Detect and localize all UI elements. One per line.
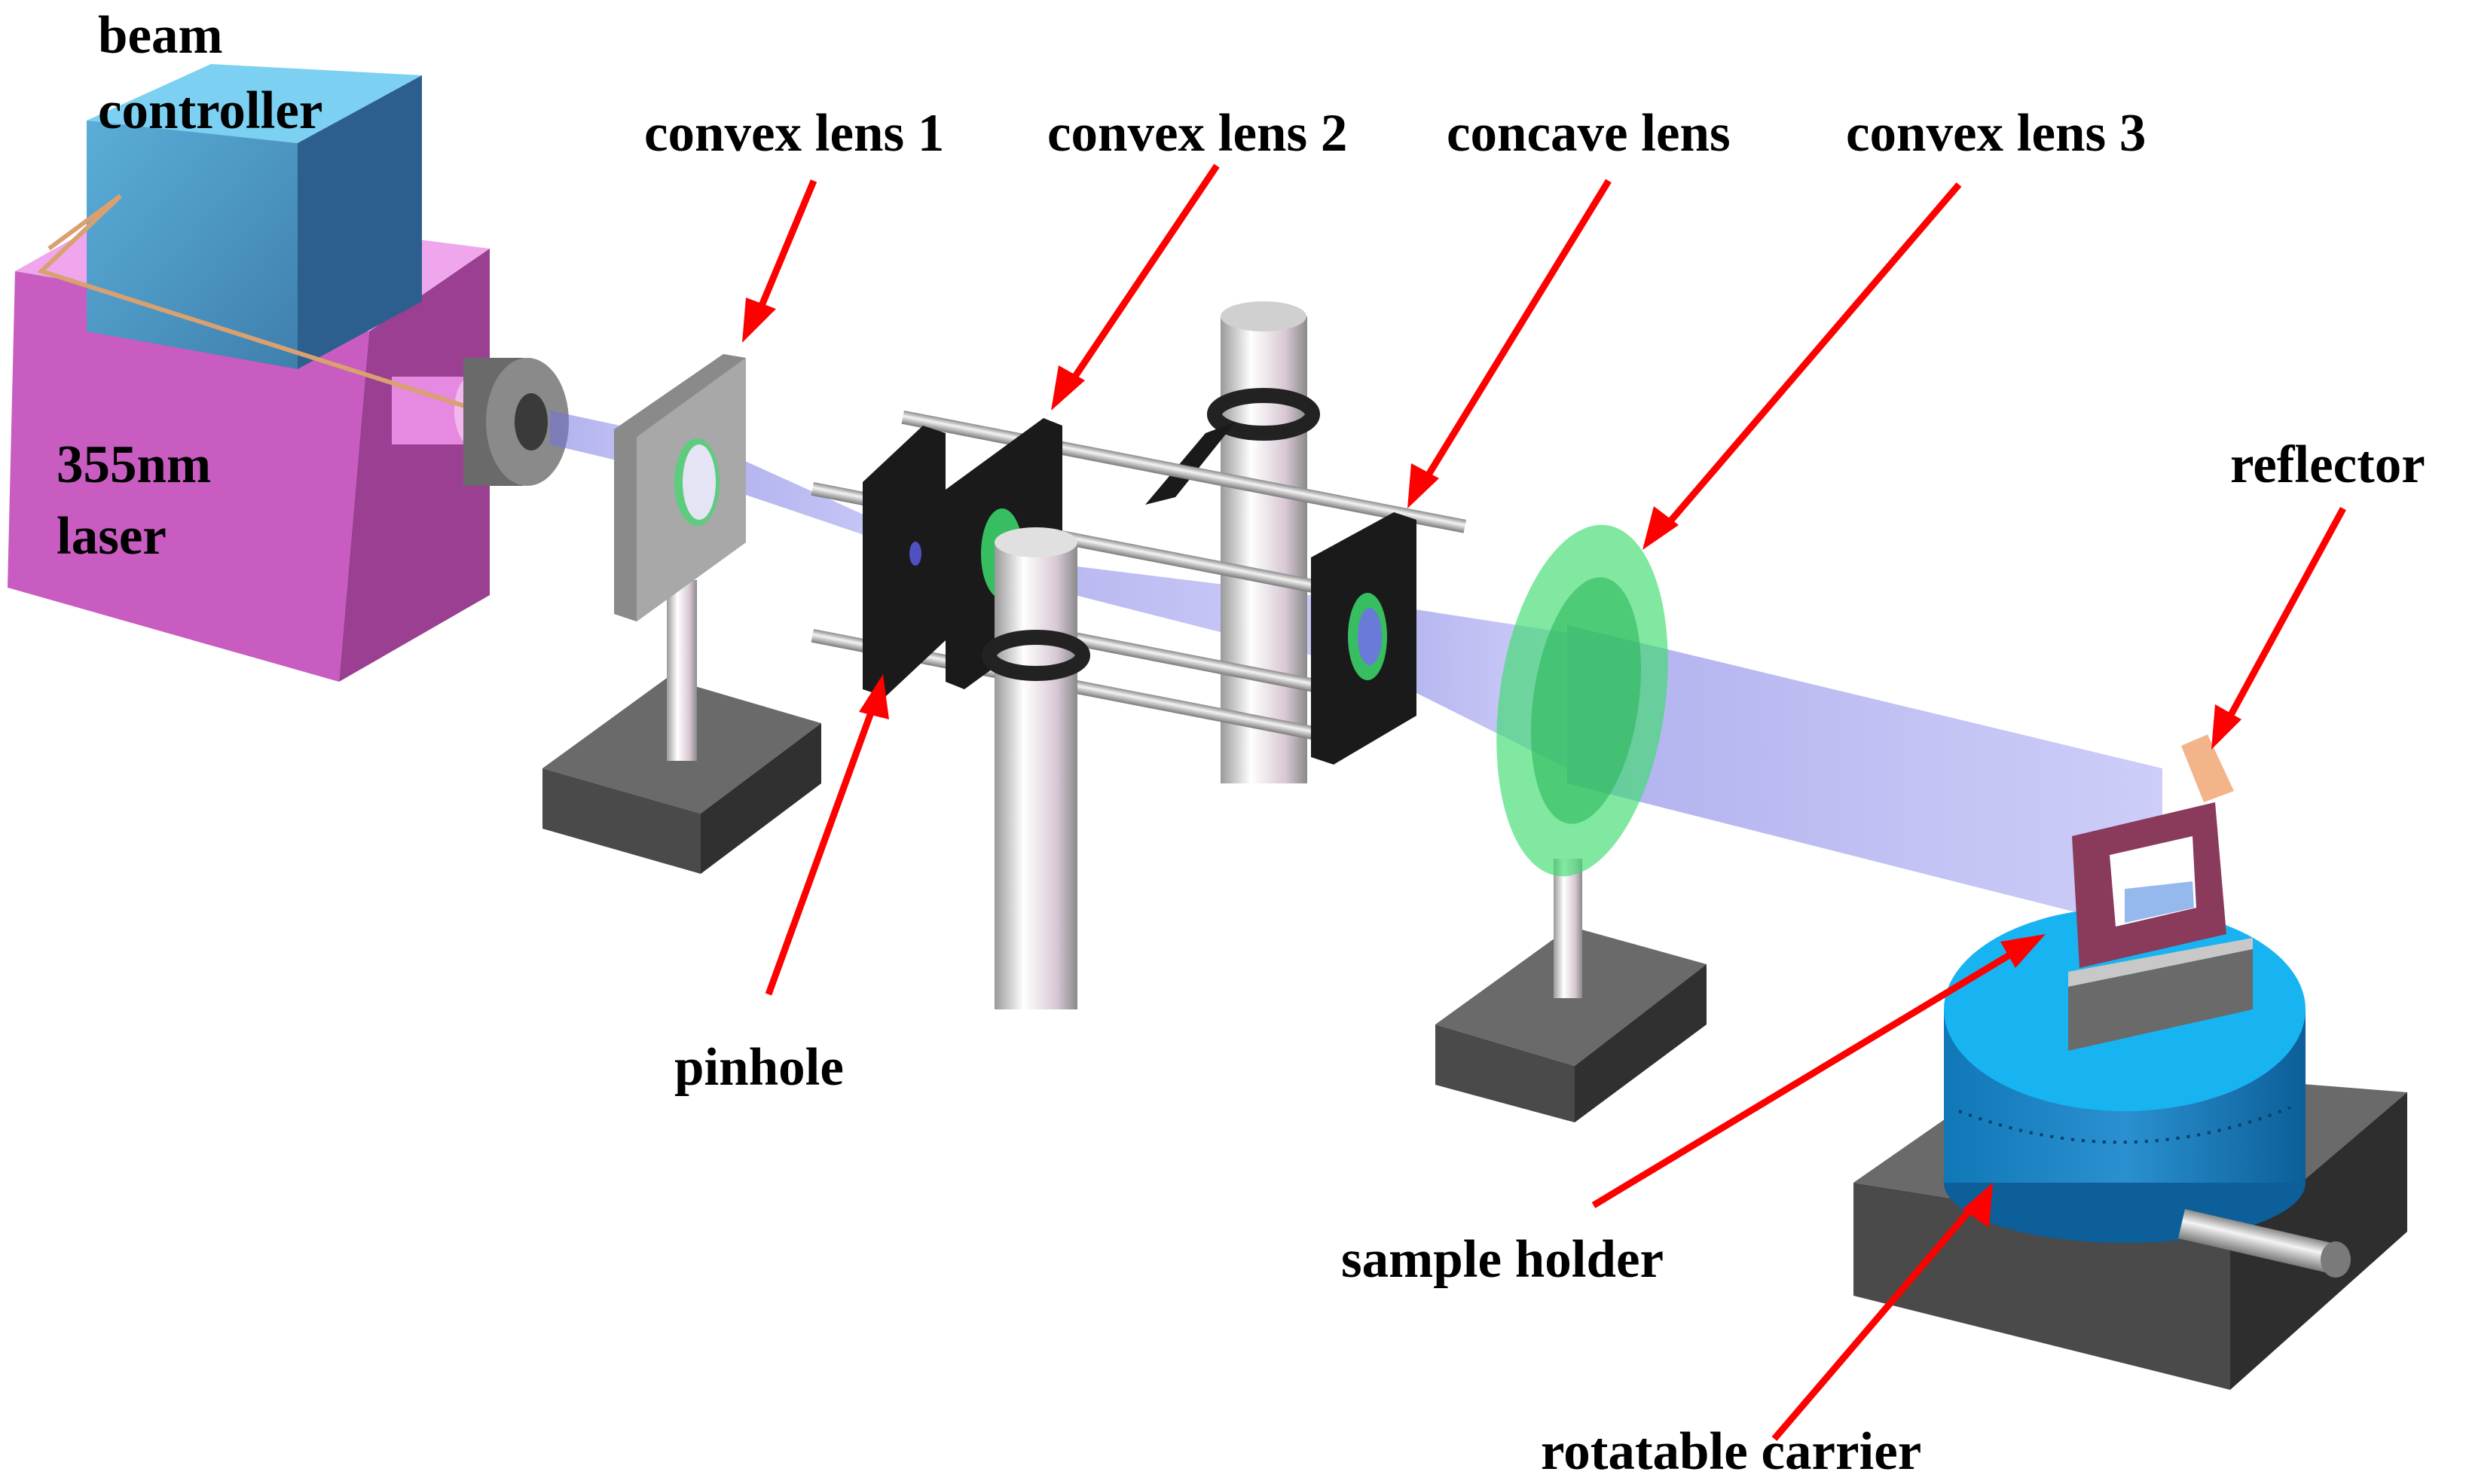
lens3-base-front <box>1435 1024 1575 1122</box>
carrier-knob-end <box>2321 1241 2351 1278</box>
annotation-arrows <box>742 163 2346 1441</box>
controller-cable <box>37 194 468 409</box>
arrow-reflector <box>2211 506 2346 750</box>
arrow-rotatable-carrier <box>1771 1183 1993 1441</box>
arrow-sample-holder <box>1591 934 2046 1208</box>
label-laser-line1: 355nm <box>57 435 211 494</box>
lens1-base-front <box>542 768 701 874</box>
reflector-mirror <box>2181 734 2234 802</box>
controller-side <box>298 75 422 369</box>
label-concave-lens: concave lens <box>1447 104 1731 163</box>
pinhole-aperture <box>909 542 921 566</box>
shutter-hole <box>515 393 548 450</box>
label-pinhole: pinhole <box>674 1038 844 1097</box>
concave-lens-inner <box>1358 608 1382 665</box>
label-reflector: reflector <box>2230 435 2425 494</box>
front-post-body <box>995 542 1077 1009</box>
arrow-pinhole <box>765 674 889 996</box>
front-post-clamp <box>982 630 1090 681</box>
lens3-post <box>1554 859 1582 998</box>
label-convex-lens-3: convex lens 3 <box>1846 104 2146 163</box>
sample-holder-window-beam <box>2125 881 2194 923</box>
carrier-scale <box>1958 1106 2291 1144</box>
labels: beam controller 355nm laser convex lens … <box>57 6 2425 1481</box>
label-laser-line2: laser <box>57 507 167 566</box>
laser-box-front <box>8 271 369 682</box>
controller-front <box>87 121 298 369</box>
lens3-base-side <box>1575 964 1707 1122</box>
back-post-top <box>1221 301 1306 331</box>
back-post-arm <box>1145 422 1236 505</box>
front-post <box>982 527 1090 1009</box>
label-beam-controller-line1: beam <box>98 6 223 65</box>
laser-unit <box>8 64 569 682</box>
pinhole-plate <box>863 426 946 697</box>
label-beam-controller-line2: controller <box>98 81 322 140</box>
lens1-aperture <box>683 444 716 520</box>
label-rotatable-carrier: rotatable carrier <box>1541 1422 1921 1481</box>
back-post <box>1145 301 1320 783</box>
convex-lens-1-mount <box>542 354 821 874</box>
laser-box-side <box>339 249 490 682</box>
sample-holder-block-top <box>2068 938 2253 987</box>
arrow-convex-lens-2 <box>1051 163 1220 411</box>
rotatable-carrier <box>1853 734 2407 1390</box>
label-sample-holder: sample holder <box>1341 1230 1664 1289</box>
label-convex-lens-2: convex lens 2 <box>1047 104 1347 163</box>
carrier-knob <box>2178 1209 2339 1275</box>
label-convex-lens-1: convex lens 1 <box>644 104 944 163</box>
lens1-post <box>667 580 697 761</box>
concave-lens-plate <box>1311 512 1416 765</box>
convex-lens-3-glass <box>1530 577 1642 824</box>
controller-top <box>87 64 422 143</box>
pinhole-plate-body <box>863 426 946 697</box>
beam-segment-5 <box>1567 625 2162 934</box>
arrow-convex-lens-1 <box>742 179 817 343</box>
front-post-top <box>995 527 1077 557</box>
arrow-convex-lens-3 <box>1642 182 1962 550</box>
convex-lens-3-mount <box>1435 524 1707 1122</box>
lens1-base-side <box>701 723 821 874</box>
arrow-concave-lens <box>1407 179 1612 508</box>
back-post-clamp <box>1207 388 1320 441</box>
sample-holder-block <box>2068 949 2253 1051</box>
